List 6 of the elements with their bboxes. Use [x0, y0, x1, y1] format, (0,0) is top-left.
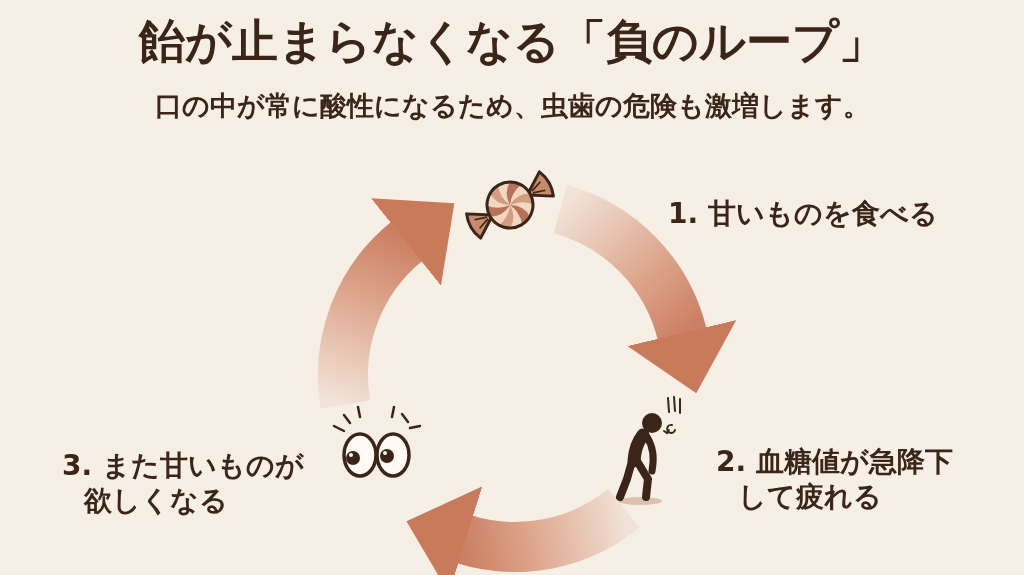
title: 飴が止まらなくなる「負のループ」	[139, 14, 885, 70]
eyes-icon	[332, 405, 422, 480]
step-label: 1. 甘いものを食べる	[668, 196, 938, 231]
step-label: 2. 血糖値が急降下して疲れる	[716, 444, 954, 514]
subtitle: 口の中が常に酸性になるため、虫歯の危険も激増します。	[154, 90, 870, 123]
step-label: 3. また甘いものが欲しくなる	[62, 448, 305, 518]
